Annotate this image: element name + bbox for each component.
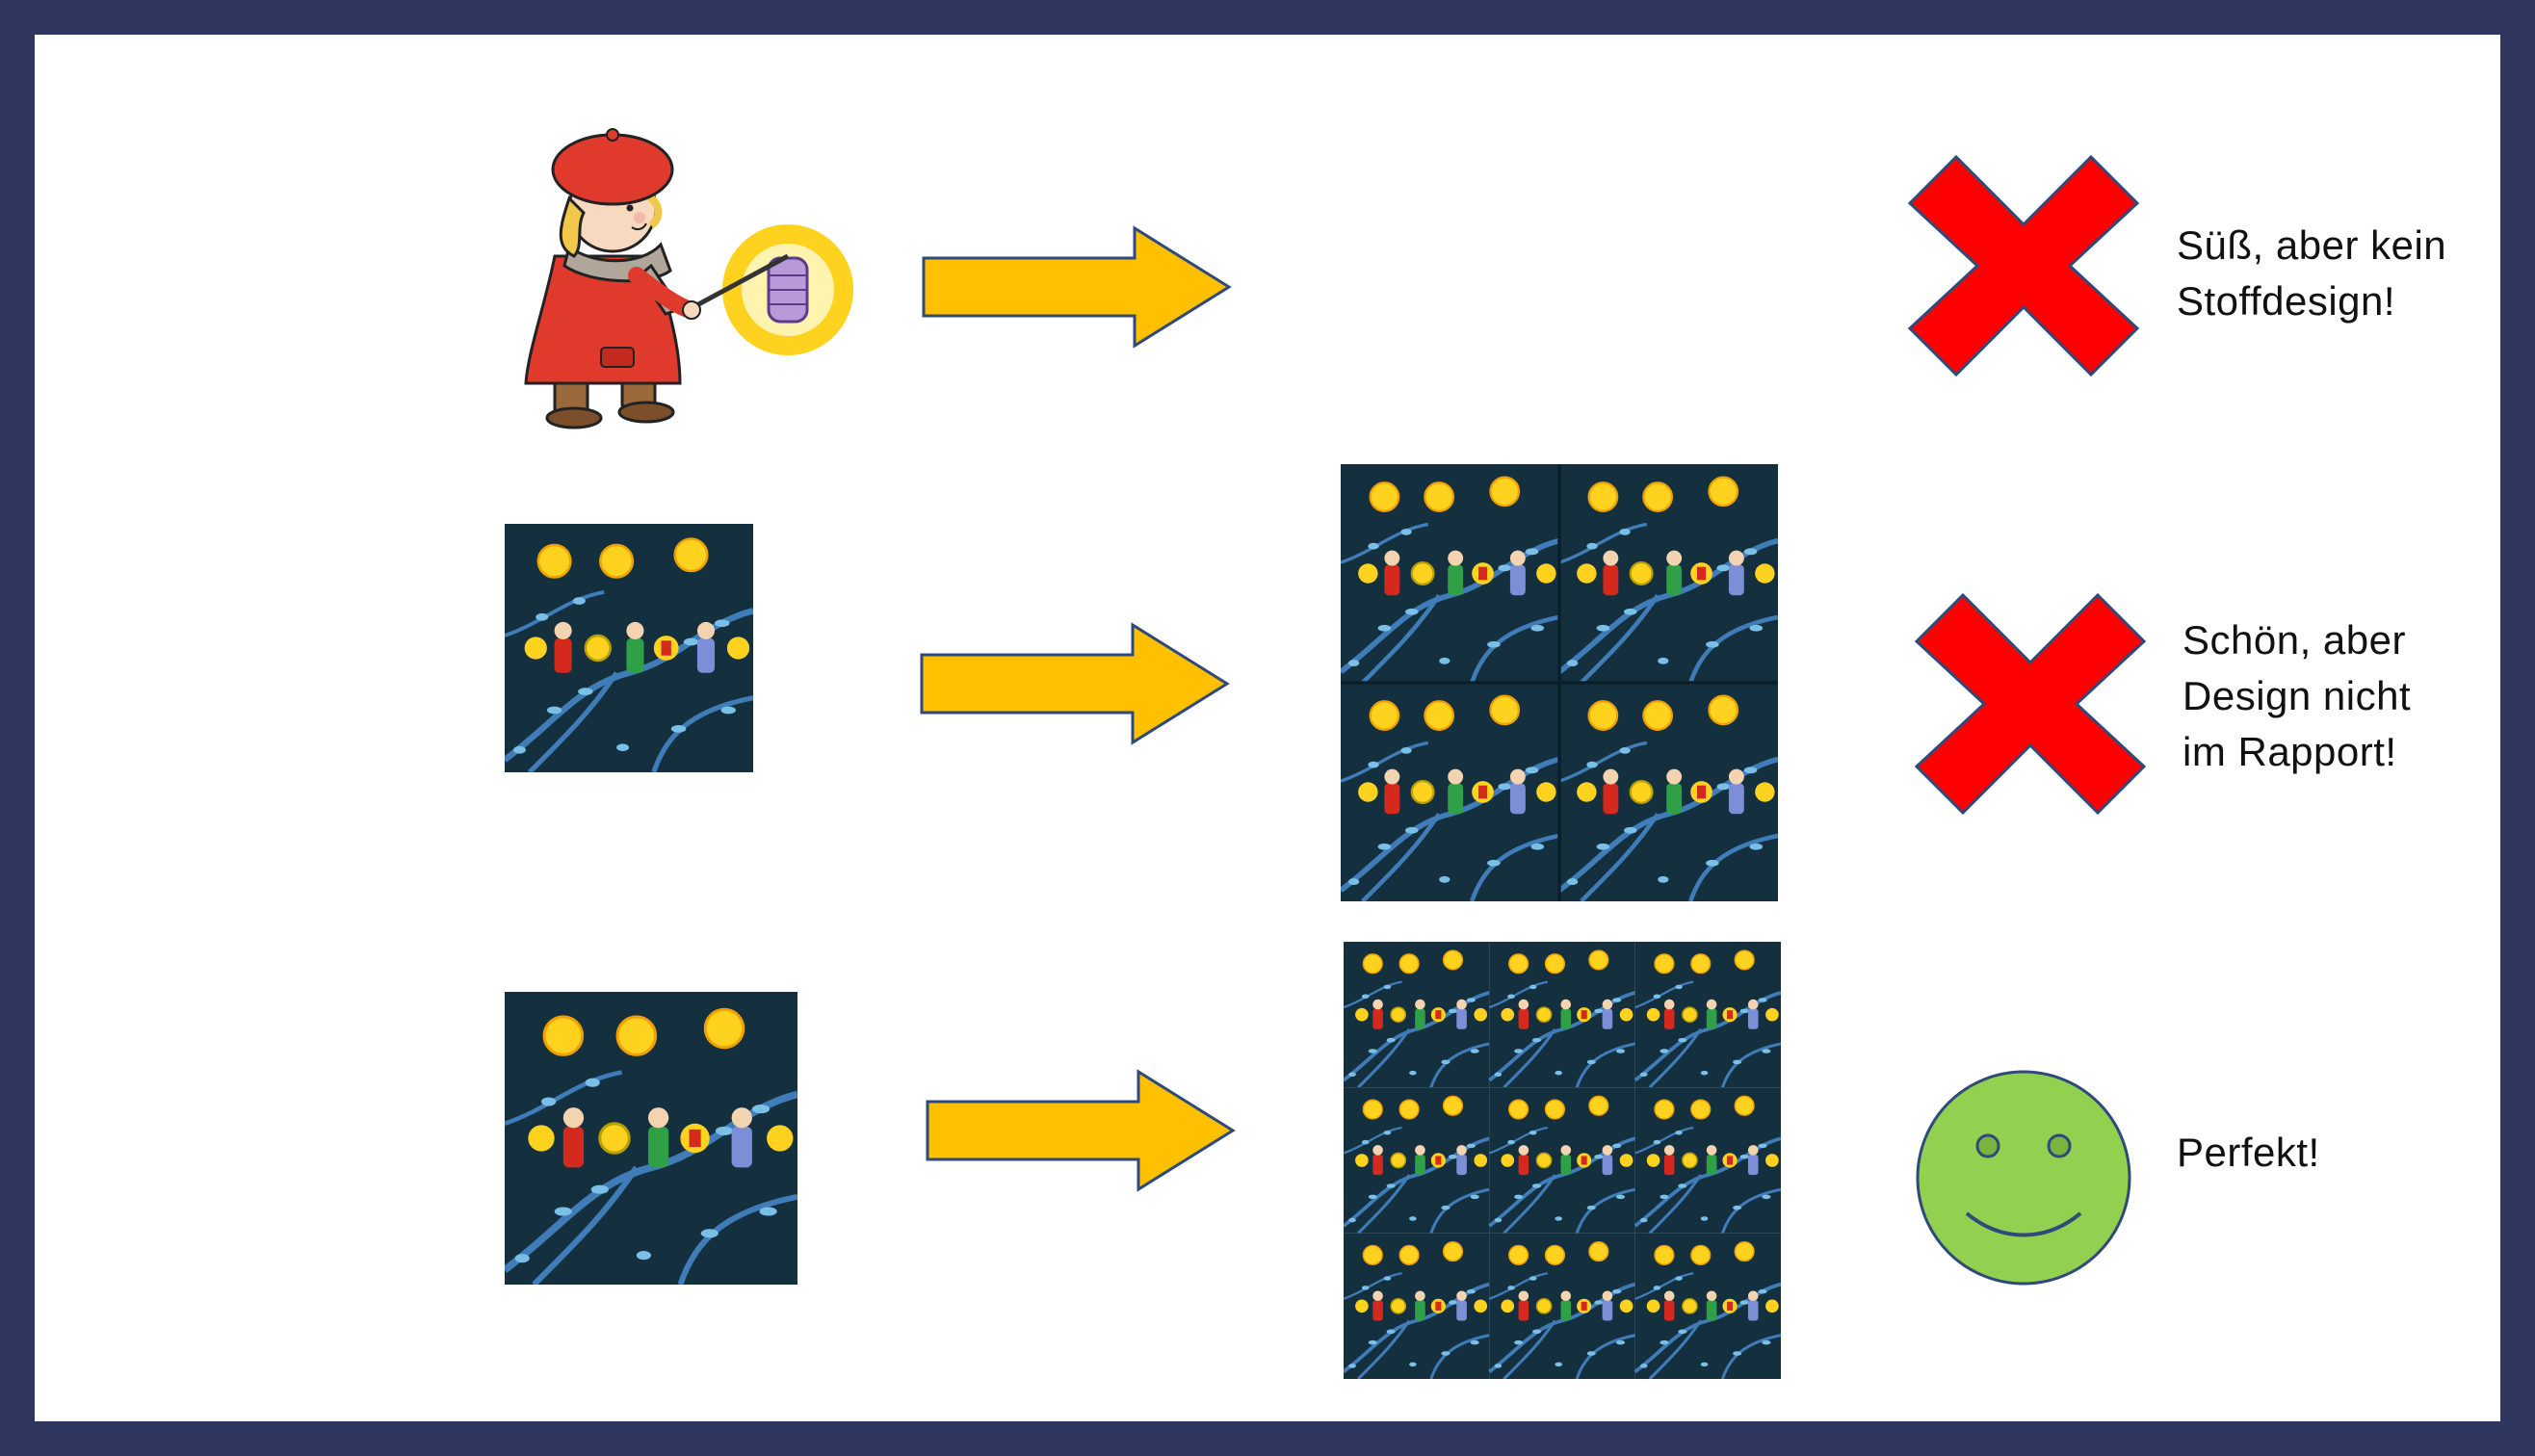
pattern-tile [505,992,797,1285]
row-2-label: Schön, aber Design nicht im Rapport! [2182,617,2412,774]
pattern-repeat-seamless [1344,942,1781,1379]
row-3-label: Perfekt! [2177,1130,2320,1175]
pattern-tile [505,524,753,772]
smiley-face-icon [1915,1069,2132,1287]
girl-with-lantern-illustration [516,112,863,449]
row-1-label: Süß, aber kein Stoffdesign! [2177,222,2447,324]
red-x-icon [1908,155,2139,377]
red-x-icon [1915,593,2146,815]
slide: Süß, aber kein Stoffdesign! Schön, aber … [35,35,2500,1421]
arrow-right-icon [921,225,1235,349]
pattern-repeat-misaligned [1341,464,1778,901]
arrow-right-icon [919,622,1233,745]
arrow-right-icon [925,1069,1239,1192]
